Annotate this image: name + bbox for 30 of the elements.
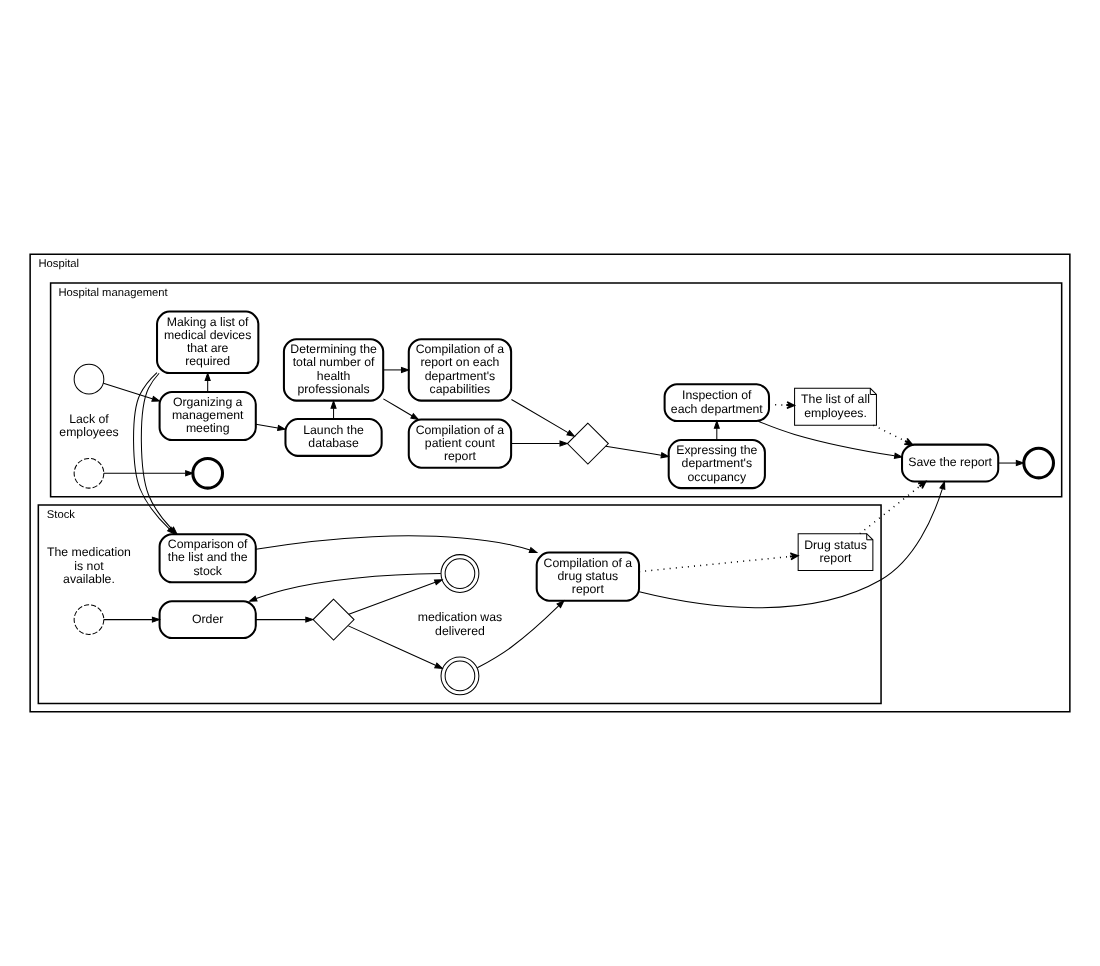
arrow	[510, 398, 576, 438]
arrow	[382, 366, 411, 374]
arrow	[713, 419, 721, 441]
arrow	[638, 480, 946, 609]
node-circle	[73, 363, 105, 395]
arrow	[330, 399, 337, 420]
arrow	[757, 420, 904, 459]
node-circle	[1022, 446, 1056, 480]
arrow	[476, 599, 565, 669]
node-circle	[191, 456, 225, 490]
arrow	[347, 625, 444, 670]
arrow	[348, 579, 444, 615]
arrow	[872, 424, 913, 446]
arrow	[638, 552, 799, 573]
arrow	[248, 573, 442, 602]
arrow	[204, 371, 211, 393]
arrow	[102, 382, 161, 402]
arrow	[255, 423, 287, 432]
arrow	[103, 616, 162, 623]
arrow	[255, 616, 315, 623]
arrow	[605, 445, 670, 459]
arrow	[255, 535, 539, 553]
node-diamond	[312, 598, 355, 641]
node-circle	[73, 457, 105, 489]
arrow	[859, 480, 927, 535]
arrow	[103, 470, 195, 477]
arrow	[997, 459, 1026, 467]
arrow	[510, 440, 569, 447]
node-circle	[73, 604, 105, 635]
arrow	[382, 398, 420, 421]
